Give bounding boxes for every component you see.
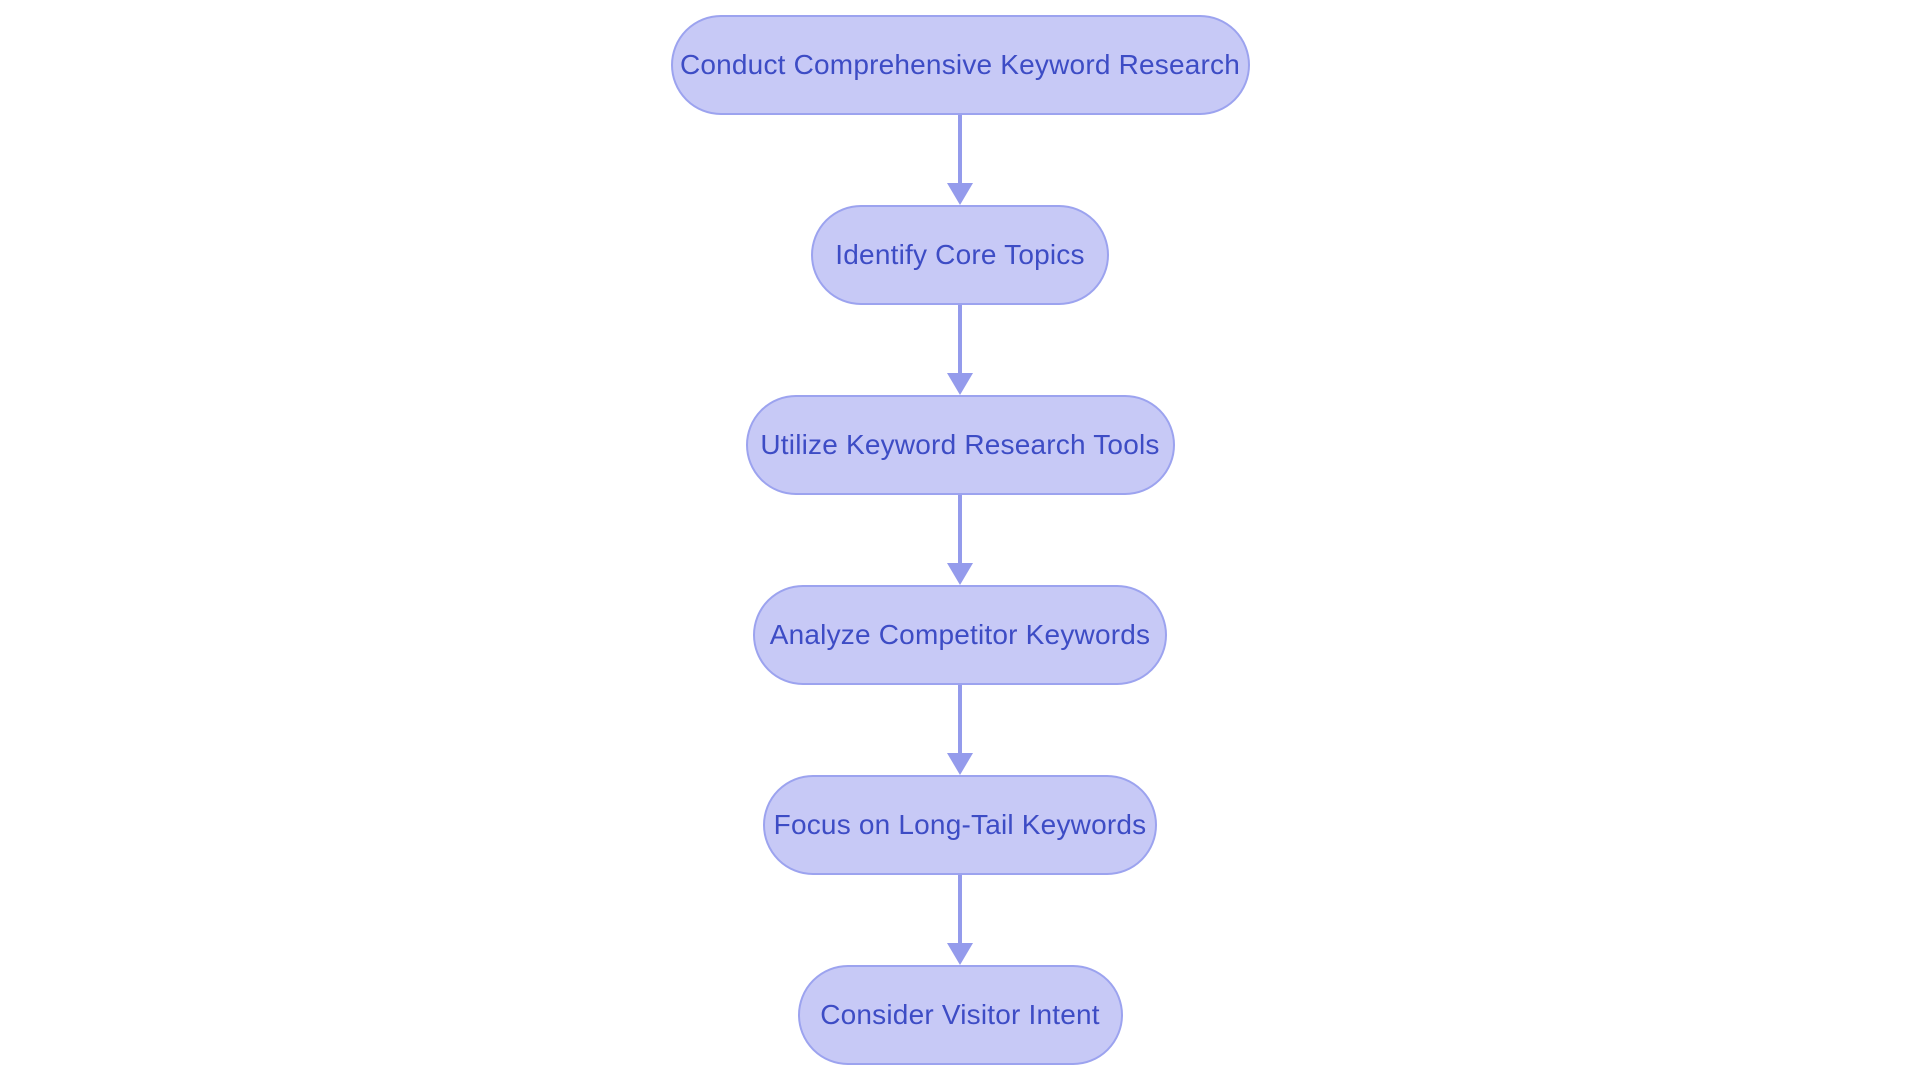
flow-node-label: Focus on Long-Tail Keywords	[773, 809, 1147, 840]
flow-node-label: Identify Core Topics	[835, 239, 1085, 270]
connector-arrow-4	[947, 685, 973, 775]
connector-arrow-3	[947, 495, 973, 585]
flow-node-focus-on-long-tail-keywords: Focus on Long-Tail Keywords	[763, 775, 1157, 875]
arrow-line	[958, 875, 962, 943]
arrow-down-icon	[947, 943, 973, 965]
arrow-down-icon	[947, 753, 973, 775]
arrow-down-icon	[947, 373, 973, 395]
arrow-down-icon	[947, 563, 973, 585]
flow-node-conduct-comprehensive-keyword-research: Conduct Comprehensive Keyword Research	[670, 15, 1250, 115]
flow-node-utilize-keyword-research-tools: Utilize Keyword Research Tools	[745, 395, 1175, 495]
arrow-line	[958, 495, 962, 563]
arrow-down-icon	[947, 183, 973, 205]
flow-node-label: Conduct Comprehensive Keyword Research	[679, 49, 1241, 80]
arrow-line	[958, 115, 962, 183]
flowchart-column: Conduct Comprehensive Keyword Research I…	[0, 15, 1920, 1065]
flow-node-analyze-competitor-keywords: Analyze Competitor Keywords	[753, 585, 1167, 685]
connector-arrow-5	[947, 875, 973, 965]
arrow-line	[958, 305, 962, 373]
arrow-line	[958, 685, 962, 753]
flow-node-label: Analyze Competitor Keywords	[769, 619, 1151, 650]
connector-arrow-2	[947, 305, 973, 395]
connector-arrow-1	[947, 115, 973, 205]
flow-node-label: Consider Visitor Intent	[820, 999, 1100, 1030]
flow-node-identify-core-topics: Identify Core Topics	[811, 205, 1109, 305]
flow-node-consider-visitor-intent: Consider Visitor Intent	[797, 965, 1123, 1065]
flow-node-label: Utilize Keyword Research Tools	[760, 429, 1160, 460]
